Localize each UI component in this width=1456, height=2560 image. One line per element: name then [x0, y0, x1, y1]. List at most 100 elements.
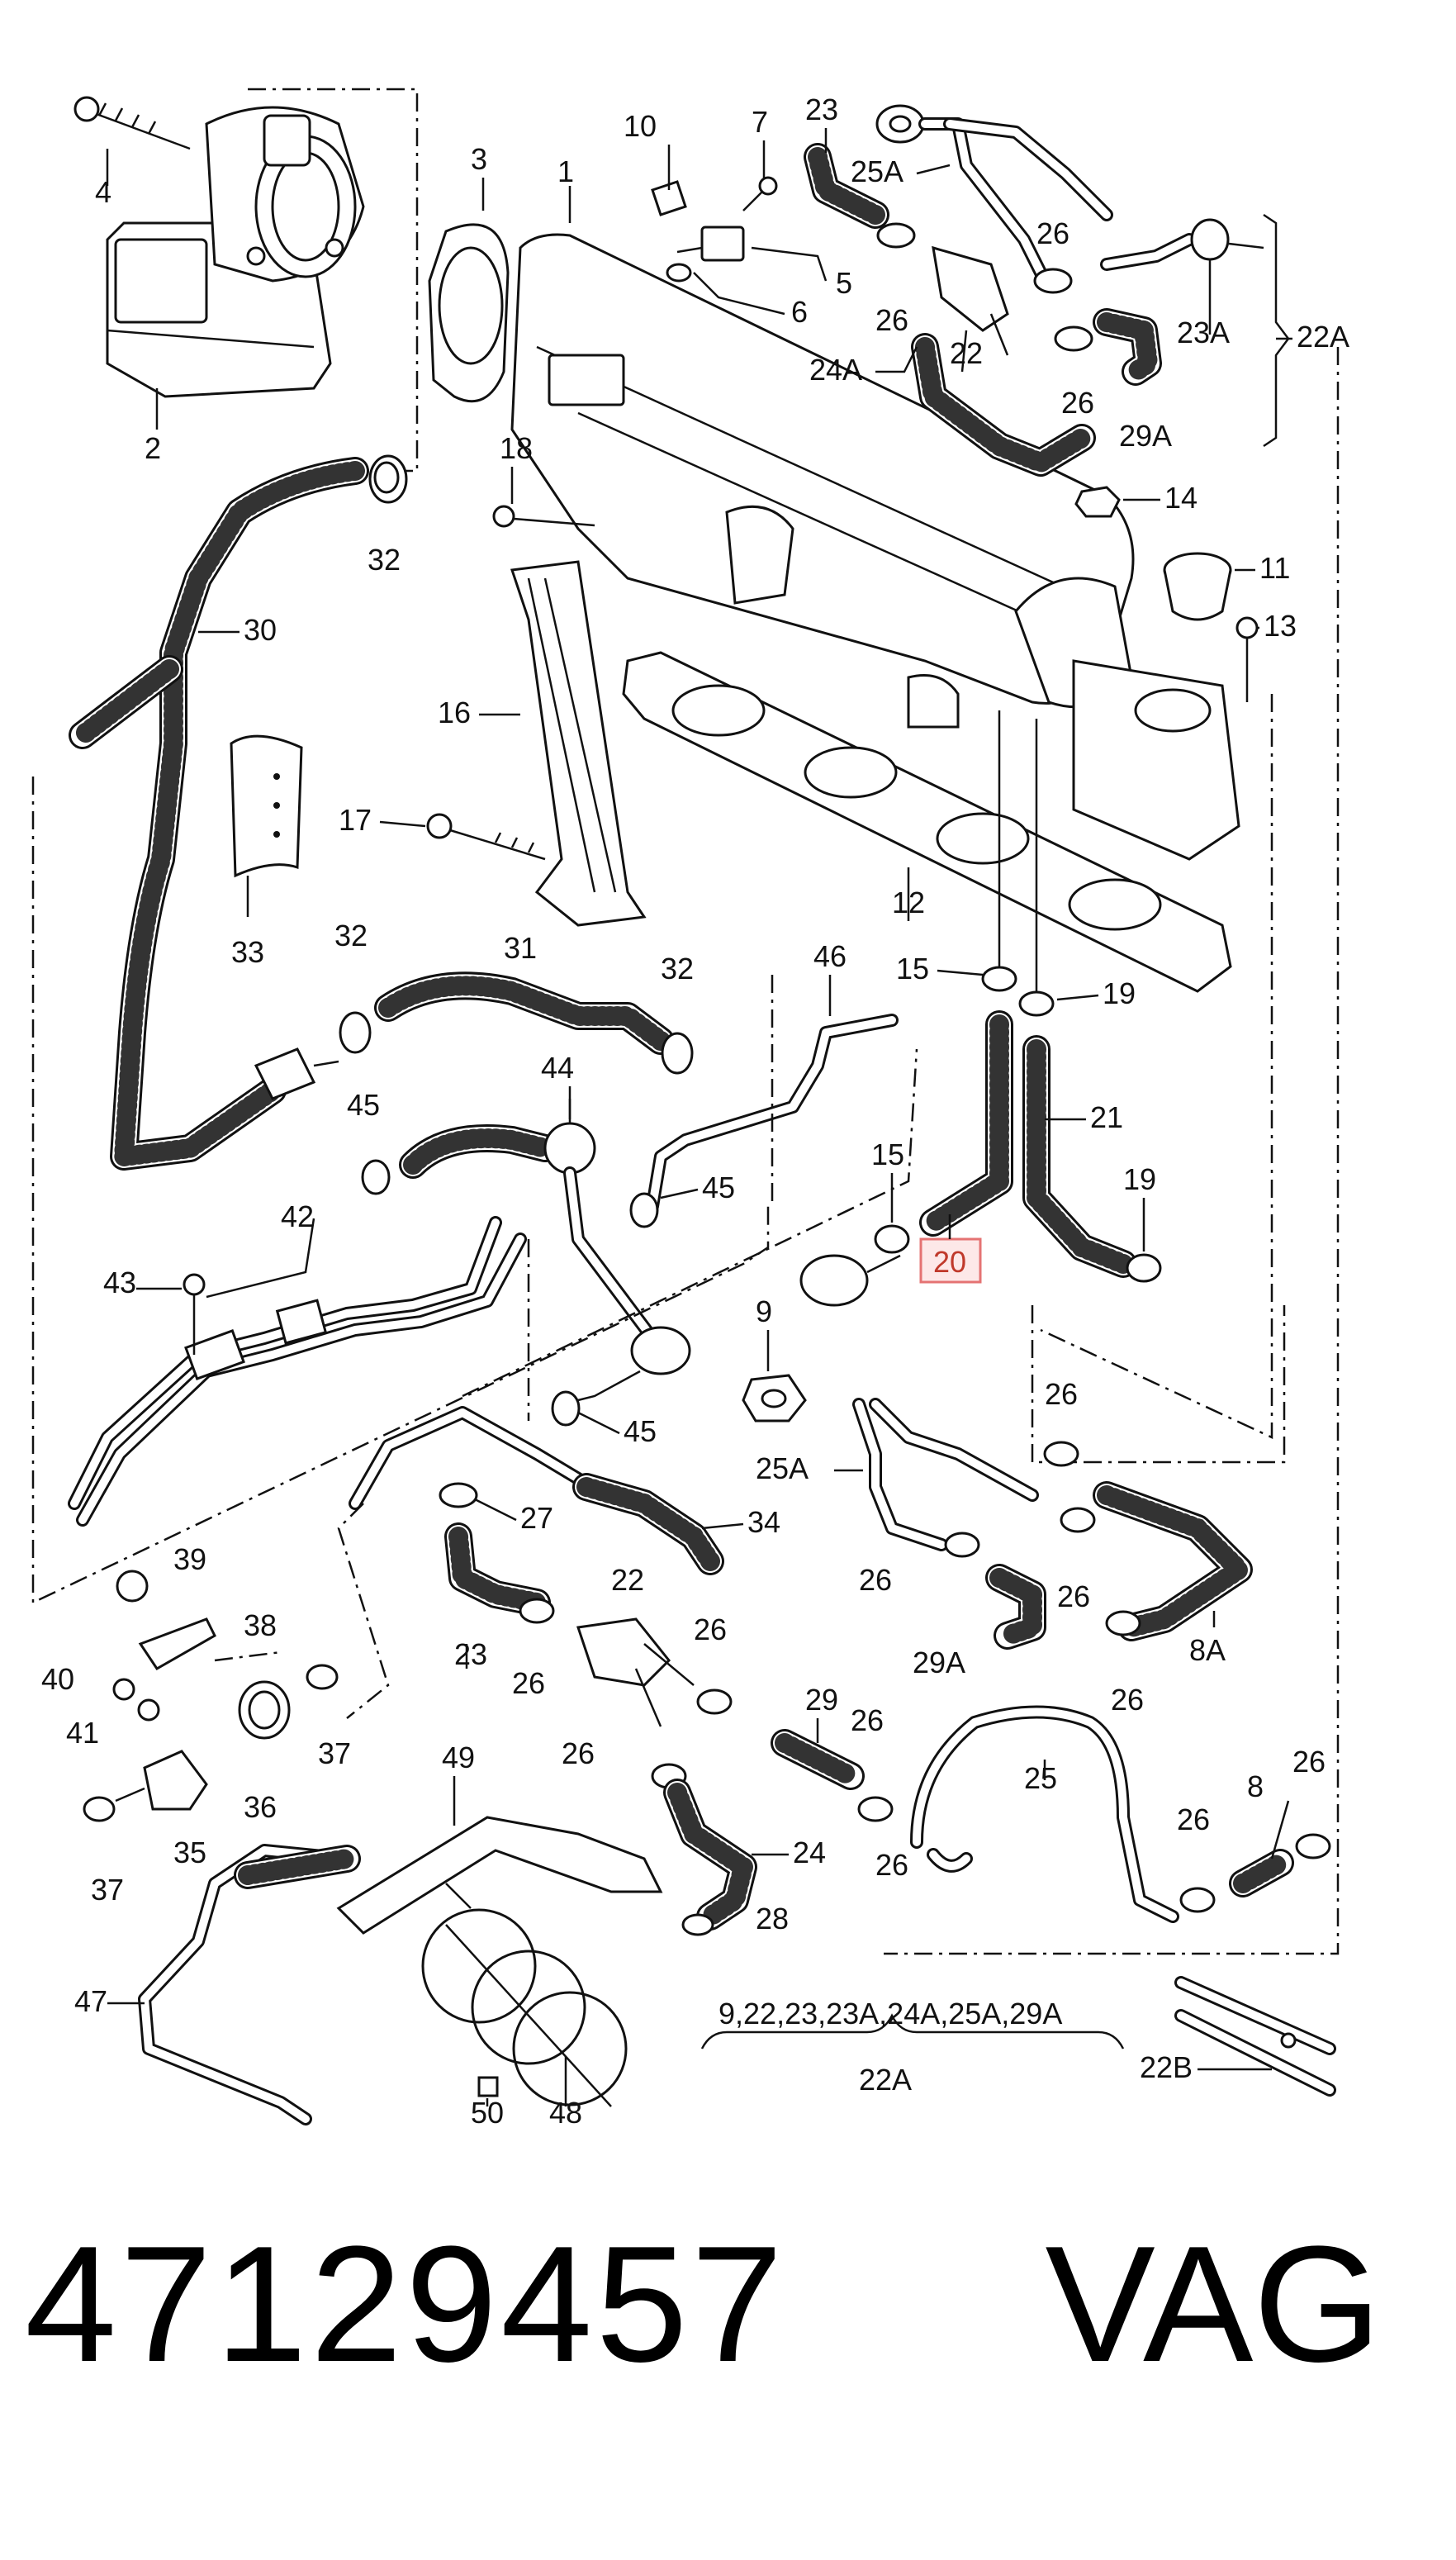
clamp-26-l4[interactable] [857, 1796, 894, 1822]
clamp-28[interactable] [681, 1913, 714, 1936]
clamp-26-m1[interactable] [1043, 1441, 1079, 1467]
filter-22-top[interactable] [932, 245, 1009, 356]
line-25a-top[interactable] [918, 117, 1113, 279]
grommet-39[interactable] [116, 1570, 149, 1603]
clamp-26-l2[interactable] [696, 1688, 733, 1715]
bracket-49[interactable] [336, 1816, 663, 1935]
clamp-26-l1[interactable] [519, 1598, 555, 1624]
clamp-19b[interactable] [1126, 1253, 1162, 1283]
bracket-38[interactable] [138, 1617, 216, 1670]
hose-29a-mid[interactable] [985, 1564, 1046, 1650]
check-valve[interactable] [254, 1047, 339, 1100]
bolt-18[interactable] [492, 505, 595, 528]
clamp-36[interactable] [238, 1680, 291, 1740]
clamp-19a[interactable] [1018, 990, 1055, 1017]
clamp-45b[interactable] [629, 1192, 659, 1228]
label-46: 46 [813, 939, 847, 973]
clamp-26-t3[interactable] [1054, 325, 1093, 352]
hose-21[interactable] [1022, 1035, 1137, 1278]
intake-manifold[interactable] [510, 233, 1240, 861]
hose-25a-mid[interactable] [852, 1398, 1039, 1551]
line-25[interactable] [910, 1705, 1179, 1923]
valve-lower[interactable] [561, 1326, 691, 1406]
line-47[interactable] [138, 1844, 361, 2125]
cap-11[interactable] [1163, 552, 1232, 621]
clamp-26-t1[interactable] [876, 222, 916, 249]
clamp-26-t2[interactable] [1033, 268, 1073, 294]
label-32a: 32 [368, 543, 401, 577]
hose-24[interactable] [663, 1779, 757, 1931]
label-3: 3 [471, 142, 487, 176]
label-37a: 37 [91, 1873, 124, 1907]
bracket-16[interactable] [510, 560, 647, 927]
label-22a: 22 [950, 336, 983, 370]
heat-shield-33[interactable] [230, 734, 303, 878]
bolt-17[interactable] [426, 813, 546, 861]
vacuum-hose[interactable] [399, 1124, 559, 1179]
hose-31[interactable] [374, 971, 675, 1055]
clamp-45a[interactable] [361, 1159, 391, 1195]
label-45a: 45 [347, 1088, 380, 1122]
nut-14[interactable] [1074, 486, 1121, 518]
nut-9-top[interactable] [875, 104, 925, 144]
bolt-10[interactable] [651, 165, 687, 216]
hose-23-top[interactable] [804, 143, 889, 229]
seal-6[interactable] [666, 263, 692, 283]
nut-41[interactable] [137, 1698, 160, 1722]
hose-29a-top[interactable] [1093, 308, 1162, 386]
bolt-43[interactable] [183, 1273, 206, 1355]
hose-29[interactable] [771, 1729, 865, 1790]
hose-8a[interactable] [1093, 1481, 1254, 1641]
hose-30[interactable] [69, 457, 369, 1171]
clamp-26-m3[interactable] [944, 1532, 980, 1558]
connector-23a[interactable] [1100, 218, 1264, 271]
clamp-32-top[interactable] [373, 461, 400, 494]
hose-46[interactable] [646, 1014, 899, 1213]
clamp-32b[interactable] [339, 1011, 372, 1054]
label-2: 2 [145, 431, 161, 465]
bolt-40[interactable] [112, 1678, 135, 1701]
clamp-37a[interactable] [83, 1796, 116, 1822]
clamp-37b[interactable] [306, 1664, 339, 1690]
solenoid-valve-35[interactable] [115, 1750, 208, 1811]
clamp-45c[interactable] [551, 1390, 581, 1427]
clamp-26-l5[interactable] [1179, 1887, 1216, 1913]
label-47: 47 [74, 1984, 107, 2018]
valve-44[interactable] [543, 1099, 659, 1345]
label-31: 31 [504, 931, 537, 965]
sensor-5[interactable] [676, 226, 745, 262]
label-30: 30 [244, 613, 277, 647]
label-26-9: 26 [694, 1612, 727, 1646]
strap-22b[interactable] [1174, 1976, 1336, 2097]
nut-9[interactable] [742, 1374, 807, 1422]
clamp-26-m4[interactable] [1105, 1610, 1141, 1636]
line-42[interactable] [68, 1216, 527, 1527]
part-number: 47129457 [25, 2212, 786, 2396]
label-29A-top: 29A [1119, 419, 1172, 453]
throttle-body[interactable] [106, 106, 365, 398]
clamp-26-m2[interactable] [1060, 1507, 1096, 1533]
manifold-gasket-12[interactable] [622, 651, 1232, 993]
hose-34[interactable] [349, 1406, 724, 1575]
hose-8[interactable] [1229, 1849, 1294, 1897]
bolt-7[interactable] [742, 176, 778, 211]
pressure-regulator[interactable] [799, 1254, 901, 1307]
hose-24a-top[interactable] [911, 333, 1096, 477]
label-22A-top: 22A [1297, 320, 1349, 354]
bolt-4[interactable] [74, 96, 191, 150]
filter-22-lower[interactable] [576, 1617, 695, 1727]
clip-50[interactable] [477, 2076, 499, 2097]
label-5: 5 [836, 266, 852, 300]
bolt-13[interactable] [1235, 616, 1259, 702]
hose-20[interactable] [919, 1010, 1013, 1237]
disc-48[interactable] [421, 1908, 628, 2107]
clamp-15a[interactable] [981, 966, 1017, 992]
clamp-32c[interactable] [661, 1032, 694, 1075]
clamp-26-l6[interactable] [1295, 1833, 1331, 1859]
clamp-15b[interactable] [874, 1224, 910, 1254]
hose-23-lower[interactable] [444, 1522, 551, 1617]
label-16: 16 [438, 696, 471, 729]
clamp-27[interactable] [439, 1482, 478, 1508]
gasket-3[interactable] [428, 223, 510, 403]
label-35: 35 [173, 1836, 206, 1869]
